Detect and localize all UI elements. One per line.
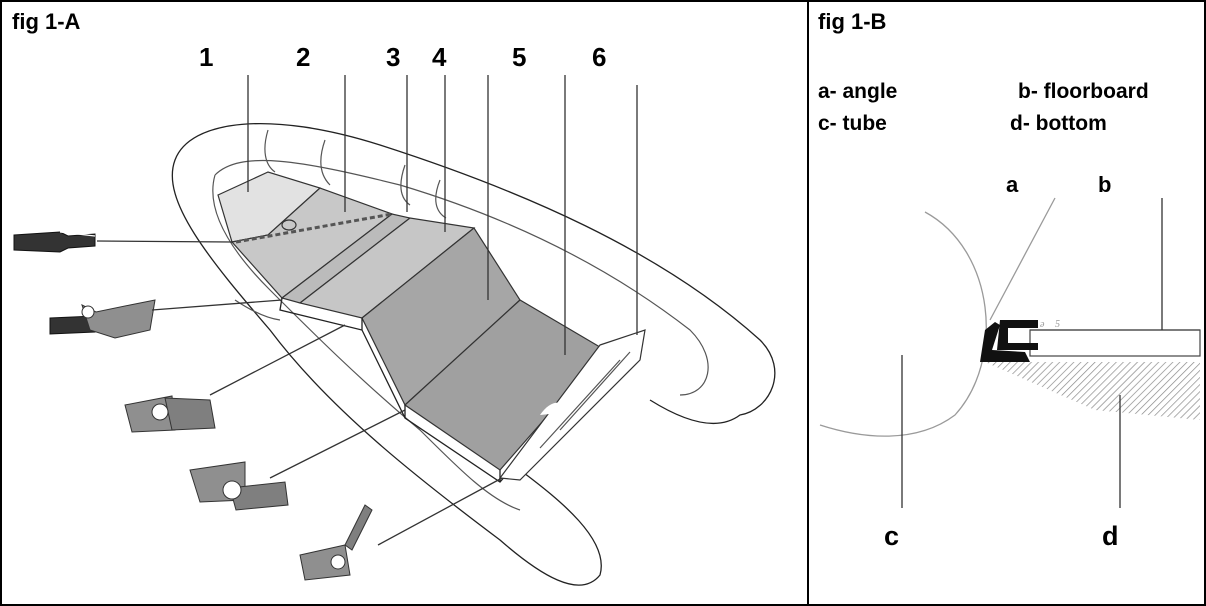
connector-5 bbox=[299, 477, 503, 581]
floorboard-edges bbox=[279, 297, 606, 483]
transom-detail bbox=[539, 351, 631, 449]
tube-section bbox=[819, 211, 987, 437]
angle-line bbox=[989, 197, 1056, 321]
panel-a: fig 1-A 1 2 3 4 5 6 bbox=[12, 9, 776, 586]
legend-floorboard: b- floorboard bbox=[1018, 80, 1149, 103]
floorboard-valve bbox=[281, 219, 297, 231]
panel-a-title: fig 1-A bbox=[12, 9, 81, 34]
panel-b-title: fig 1-B bbox=[818, 9, 886, 34]
connector-3 bbox=[124, 324, 346, 433]
angle-profile bbox=[980, 322, 1030, 362]
boat-inner-outline bbox=[212, 159, 709, 511]
connector-4 bbox=[189, 409, 406, 511]
part-number-1: 1 bbox=[199, 42, 213, 72]
letter-d: d bbox=[1102, 521, 1119, 551]
part-number-4: 4 bbox=[432, 42, 447, 72]
floorboard-notch bbox=[540, 402, 570, 415]
part-number-5: 5 bbox=[512, 42, 526, 72]
letter-b: b bbox=[1098, 172, 1111, 197]
legend-angle: a- angle bbox=[818, 80, 897, 103]
connector-2 bbox=[49, 299, 283, 339]
letter-a: a bbox=[1006, 172, 1019, 197]
part-number-3: 3 bbox=[386, 42, 400, 72]
clip-mark: ə bbox=[1040, 319, 1045, 330]
connector-1 bbox=[13, 231, 233, 253]
tube-seams bbox=[224, 129, 447, 321]
panel-b: fig 1-B a- angle b- floorboard c- tube d… bbox=[818, 9, 1201, 551]
legend-bottom: d- bottom bbox=[1010, 112, 1107, 135]
part-number-2: 2 bbox=[296, 42, 310, 72]
floorboard-section bbox=[1029, 329, 1201, 357]
letter-c: c bbox=[884, 521, 899, 551]
part-number-6: 6 bbox=[592, 42, 606, 72]
c-clip bbox=[997, 320, 1038, 350]
bottom-hatch bbox=[985, 362, 1200, 420]
legend-tube: c- tube bbox=[818, 112, 887, 135]
boat-outer-outline bbox=[171, 122, 776, 586]
floorboard-hinge-strip bbox=[235, 212, 393, 244]
clip-mark-2: 5 bbox=[1055, 319, 1060, 330]
